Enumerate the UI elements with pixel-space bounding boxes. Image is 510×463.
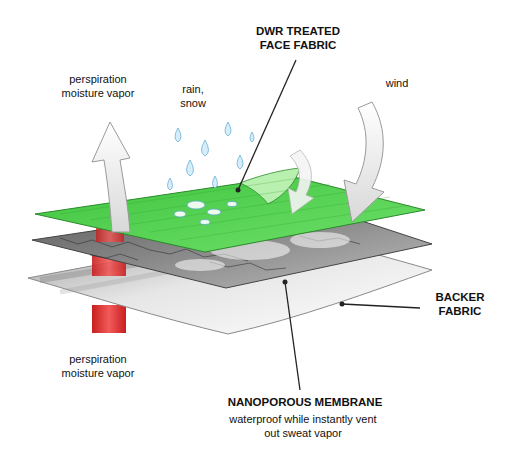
rain-drops [168, 122, 255, 190]
flow-label: rain, snow [172, 82, 214, 110]
water-beads [174, 201, 237, 225]
flow-label: perspiration moisture vapor [48, 352, 148, 380]
leader-line [285, 282, 300, 390]
part-label: DWR TREATED FACE FABRIC [256, 25, 340, 51]
flow-label: wind [386, 77, 409, 89]
flow-label: perspiration moisture vapor [62, 353, 135, 379]
wind-arrow [288, 150, 314, 214]
note-text: waterproof while instantly vent out swea… [228, 412, 378, 440]
leader-dot [283, 280, 288, 285]
flow-label: wind [372, 76, 422, 90]
wind-arrow [344, 102, 384, 222]
vapor-column [92, 305, 126, 333]
leader-line [238, 60, 296, 190]
leader-dot [340, 302, 345, 307]
flow-label: perspiration moisture vapor [62, 73, 135, 99]
note-text: waterproof while instantly vent out swea… [229, 413, 376, 439]
flow-label: perspiration moisture vapor [48, 72, 148, 100]
flow-label: rain, snow [180, 83, 206, 109]
part-label: BACKER FABRIC [435, 291, 484, 317]
vapor-arrow [92, 122, 130, 232]
part-label: DWR TREATED FACE FABRIC [246, 24, 350, 52]
part-label: BACKER FABRIC [424, 290, 496, 318]
part-label: NANOPOROUS MEMBRANE [228, 396, 383, 408]
part-label: NANOPOROUS MEMBRANE [200, 395, 410, 409]
leader-dot [236, 188, 241, 193]
leader-line [342, 304, 420, 308]
